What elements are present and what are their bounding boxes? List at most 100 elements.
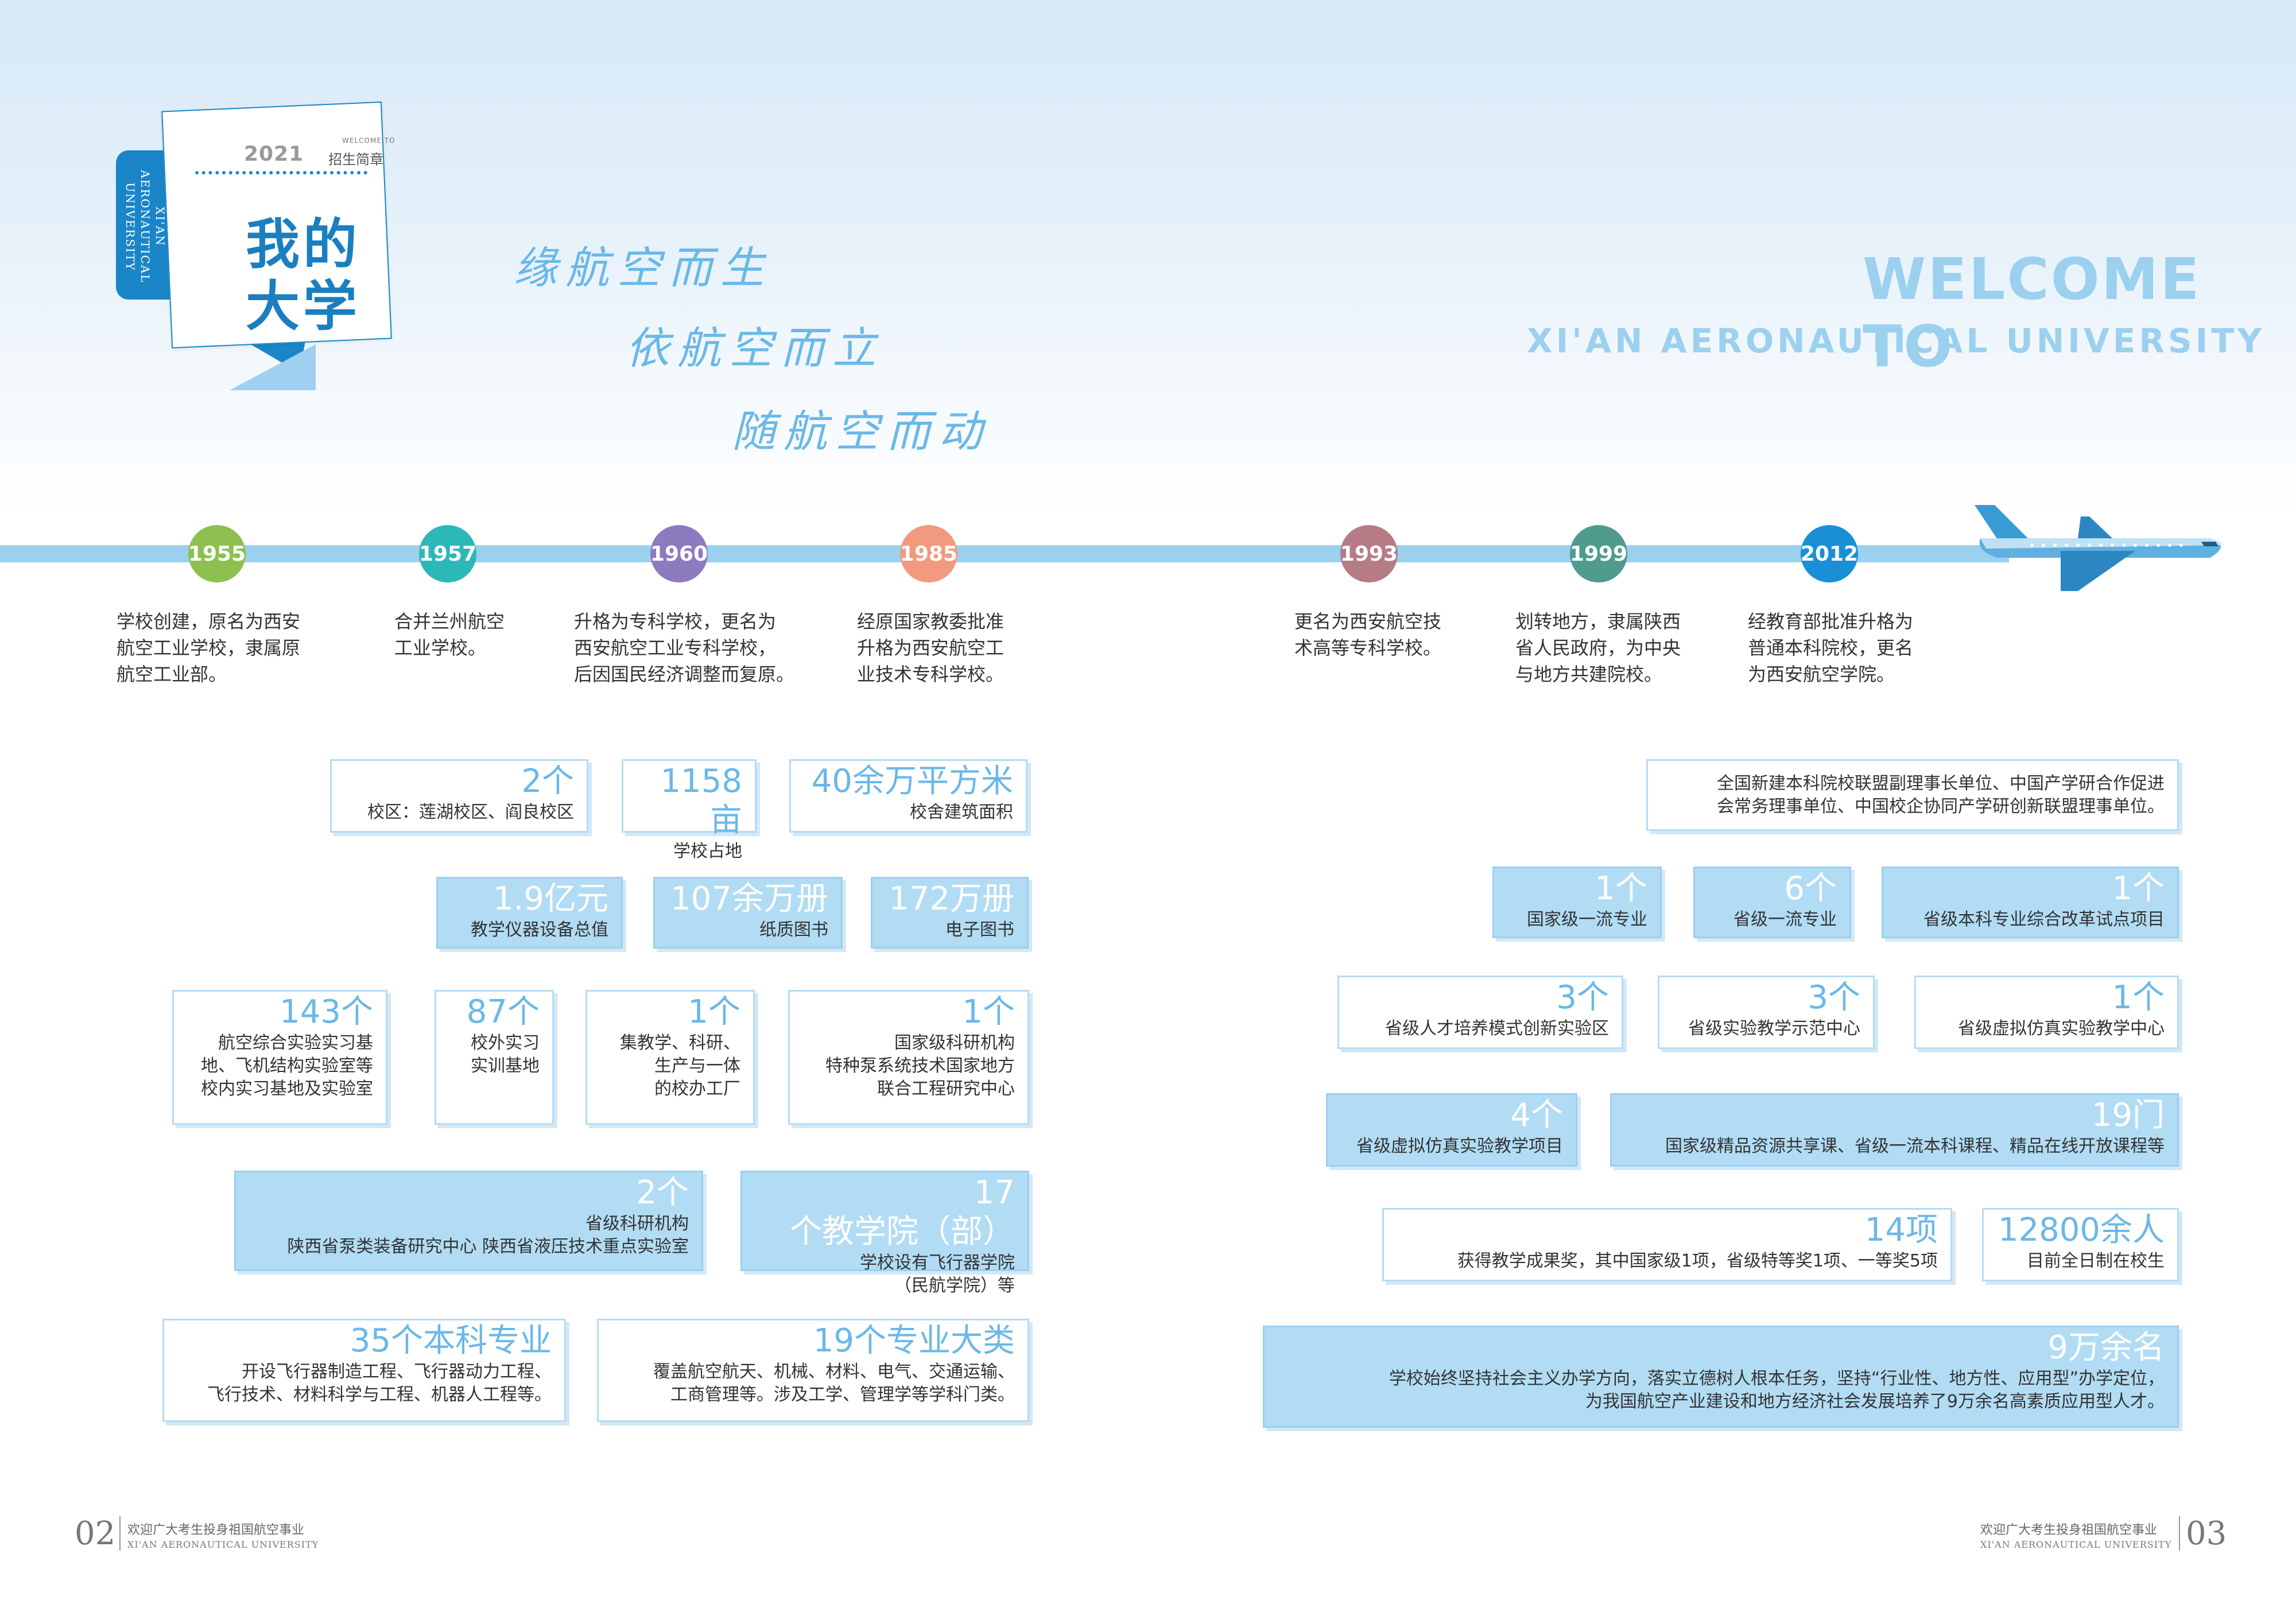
stat-unit: 个 — [2132, 870, 2165, 907]
stat-unit: 余万册 — [732, 880, 828, 918]
stat-unit: 个 — [1577, 979, 1609, 1016]
stat-number: 2个 — [249, 1174, 689, 1213]
stat-provincial-majors: 6个 省级一流专业 — [1693, 867, 1851, 938]
timeline-text-line: 为西安航空学院。 — [1748, 663, 1895, 685]
stat-unit: 个 — [657, 1174, 689, 1211]
stat-unit: 余万平方米 — [852, 763, 1013, 800]
stat-labs: 143个 航空综合实验实习基 地、飞机结构实验室等 校内实习基地及实验室 — [172, 990, 387, 1125]
footer-divider-left — [119, 1516, 121, 1551]
timeline-text-line: 与地方共建院校。 — [1515, 663, 1663, 685]
footer-university-left: XI'AN AERONAUTICAL UNIVERSITY — [127, 1539, 319, 1550]
stat-desc: 省级虚拟仿真实验教学项目 — [1356, 1136, 1563, 1156]
stat-provincial-research: 2个 省级科研机构 陕西省泵类装备研究中心 陕西省液压技术重点实验室 — [234, 1171, 703, 1271]
stat-number: 12800余人 — [1996, 1211, 2165, 1250]
timeline-dot-2012: 2012 — [1801, 525, 1858, 582]
stat-unit: 个 — [341, 993, 373, 1031]
stat-unit: 余人 — [2100, 1211, 2165, 1249]
stat-desc: 特种泵系统技术国家地方 — [825, 1056, 1015, 1076]
stat-unit: 个 — [507, 993, 540, 1031]
timeline-year: 1960 — [650, 542, 708, 566]
stat-unit: 个教学院（部） — [790, 1213, 1015, 1250]
stat-value: 2 — [521, 763, 542, 800]
page-number-left: 02 — [75, 1515, 116, 1552]
stat-desc: 全国新建本科院校联盟副理事长单位、中国产学研合作促进 — [1717, 774, 2165, 794]
stat-value: 1 — [688, 993, 708, 1031]
stat-demo-centers: 3个 省级实验教学示范中心 — [1658, 976, 1875, 1049]
stat-value: 172 — [889, 880, 950, 918]
stat-desc: 生产与一体 — [654, 1056, 740, 1076]
card-welcome-text: WELCOME TO — [342, 137, 395, 145]
stat-campuses: 2个 校区：莲湖校区、阎良校区 — [330, 759, 588, 833]
timeline-dot-1960: 1960 — [650, 525, 708, 582]
stat-number: 6个 — [1708, 869, 1837, 908]
stat-value: 1 — [962, 993, 983, 1031]
stat-students: 12800余人 目前全日制在校生 — [1982, 1208, 2179, 1281]
timeline-text-line: 后因国民经济调整而复原。 — [574, 663, 795, 685]
stat-desc: 覆盖航空航天、机械、材料、电气、交通运输、 — [653, 1362, 1015, 1382]
footer-divider-right — [2179, 1516, 2180, 1551]
stat-number: 9万余名 — [1277, 1328, 2165, 1367]
timeline-text-line: 业技术专科学校。 — [857, 663, 1004, 685]
stat-value: 19 — [2091, 1097, 2132, 1134]
stat-value: 143 — [280, 993, 341, 1031]
stat-unit: 万册 — [950, 880, 1014, 918]
university-name-en: XI'AN AERONAUTICAL UNIVERSITY — [1527, 321, 2265, 360]
stat-desc: 的校办工厂 — [654, 1079, 740, 1099]
stat-desc: （民航学院）等 — [894, 1276, 1015, 1296]
timeline-year: 1993 — [1340, 542, 1398, 566]
stat-desc: 国家级科研机构 — [894, 1033, 1015, 1053]
card-dotted-divider — [195, 171, 367, 174]
timeline-text-line: 升格为专科学校，更名为 — [574, 611, 777, 632]
slogan-line-1: 缘航空而生 — [514, 242, 772, 293]
stat-unit: 个 — [1828, 979, 1860, 1016]
stat-national-research: 1个 国家级科研机构 特种泵系统技术国家地方 联合工程研究中心 — [788, 990, 1029, 1125]
stat-value: 2 — [636, 1174, 657, 1211]
stat-land-area: 1158亩 学校占地 — [622, 759, 757, 861]
stat-virtual-projects: 4个 省级虚拟仿真实验教学项目 — [1326, 1093, 1577, 1167]
stat-number: 1158亩 — [636, 762, 742, 840]
timeline-text-1999: 划转地方，隶属陕西 省人民政府，为中央 与地方共建院校。 — [1515, 608, 1681, 687]
stat-value: 3 — [1808, 979, 1828, 1016]
stat-value: 1158 — [660, 763, 742, 800]
timeline-year: 1985 — [899, 542, 958, 566]
stat-value: 3 — [1556, 979, 1577, 1016]
timeline-text-line: 省人民政府，为中央 — [1515, 637, 1681, 659]
stat-unit: 亩 — [710, 802, 742, 839]
stat-major-categories: 19个专业大类 覆盖航空航天、机械、材料、电气、交通运输、 工商管理等。涉及工学… — [597, 1319, 1029, 1422]
stat-unit: 个本科专业 — [391, 1322, 552, 1359]
card-vertical-text: XI'AN AERONAUTICAL UNIVERSITY — [123, 170, 167, 283]
timeline-text-1957: 合并兰州航空 工业学校。 — [394, 608, 505, 661]
stat-colleges: 17个教学院（部） 学校设有飞行器学院 （民航学院）等 — [740, 1171, 1029, 1296]
stat-desc: 教学仪器设备总值 — [471, 920, 608, 940]
stat-value: 1.9 — [492, 880, 544, 918]
stat-desc: 校区：莲湖校区、阎良校区 — [367, 802, 574, 822]
footer-slogan-right: 欢迎广大考生投身祖国航空事业 — [1980, 1523, 2158, 1537]
stat-building-area: 40余万平方米 校舍建筑面积 — [789, 759, 1027, 833]
timeline-dot-1993: 1993 — [1340, 525, 1398, 582]
timeline-dot-1957: 1957 — [419, 525, 476, 582]
stat-number: 107余万册 — [668, 880, 828, 919]
stat-desc: 飞行技术、材料科学与工程、机器人工程等。 — [207, 1385, 552, 1405]
stat-number: 35个本科专业 — [177, 1322, 552, 1361]
stat-value: 9 — [2047, 1329, 2068, 1366]
stat-number: 87个 — [449, 993, 540, 1032]
page-number-right: 03 — [2186, 1515, 2227, 1552]
timeline-text-line: 升格为西安航空工 — [857, 637, 1004, 659]
stat-value: 40 — [811, 763, 852, 800]
stat-national-majors: 1个 国家级一流专业 — [1492, 867, 1662, 938]
timeline-text-line: 合并兰州航空 — [394, 611, 505, 632]
stat-unit: 个 — [1805, 870, 1837, 907]
stat-desc: 会常务理事单位、中国校企协同产学研创新联盟理事单位。 — [1717, 797, 2165, 817]
stat-number: 2个 — [344, 762, 574, 801]
stat-unit: 个 — [1615, 870, 1647, 907]
stat-number: 1.9亿元 — [451, 880, 608, 919]
stat-number: 4个 — [1340, 1096, 1563, 1135]
stat-desc: 地、飞机结构实验室等 — [201, 1056, 373, 1076]
stat-value: 6 — [1784, 870, 1805, 907]
stat-desc: 校舍建筑面积 — [910, 802, 1013, 822]
page-title-line2: 大学 — [246, 275, 361, 338]
timeline-text-line: 经原国家教委批准 — [857, 611, 1004, 632]
stat-value: 19 — [813, 1322, 854, 1359]
timeline-year: 1955 — [188, 542, 246, 566]
stat-courses: 19门 国家级精品资源共享课、省级一流本科课程、精品在线开放课程等 — [1610, 1093, 2179, 1167]
